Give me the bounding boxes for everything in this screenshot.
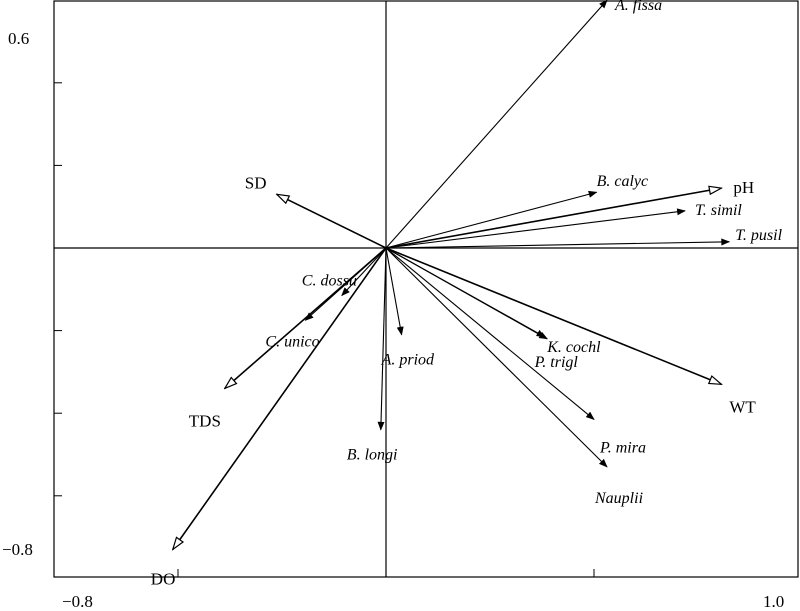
env-vector-sd [277,194,387,249]
species-label-b-calyc: B. calyc [597,173,649,190]
env-vector-do [173,247,387,549]
species-label-p-mira: P. mira [599,439,646,456]
species-label-b-longi: B. longi [347,447,398,464]
species-vector-a-priod [385,247,404,336]
species-label-k-cochl: K. cochl [546,339,601,356]
species-vector-p-mira [385,247,595,420]
species-label-c-unico: C. unico [265,333,319,350]
species-label-a-priod: A. priod [381,352,435,369]
species-label-t-pusil: T. pusil [735,227,782,244]
species-vector-b-longi [377,247,387,431]
env-vector-wt [385,247,721,386]
species-label-nauplii: Nauplii [594,490,643,507]
species-vector-t-simil [385,208,686,249]
species-label-a-fissa: A. fissa [614,0,662,14]
species-vector-p-trigl [385,247,546,338]
env-label-tds: TDS [189,411,221,430]
vector-layer: A. fissa B. calyc T. simil T. pusil K. cochl… [151,0,783,588]
species-vector-a-fissa [385,0,608,249]
species-vector-t-pusil [385,238,731,249]
x-tick-label-right: 1.0 [763,592,784,611]
env-vector-ph [385,188,721,249]
env-label-wt: WT [729,397,756,416]
species-label-p-trigl: P. trigl [534,354,579,371]
y-tick-label-top: 0.6 [8,29,29,48]
env-label-do: DO [151,569,176,588]
env-label-ph: pH [733,178,754,197]
tick-marks [54,82,595,577]
y-tick-label-bottom: −0.8 [2,540,33,559]
species-vector-b-calyc [385,190,598,249]
species-label-t-simil: T. simil [695,202,742,219]
x-tick-label-left: −0.8 [62,592,93,611]
species-vector-c-dossu [341,247,387,297]
plot-frame [53,0,799,578]
env-label-sd: SD [245,173,267,192]
species-vector-nauplii [385,247,608,468]
env-vector-tds [225,247,387,388]
